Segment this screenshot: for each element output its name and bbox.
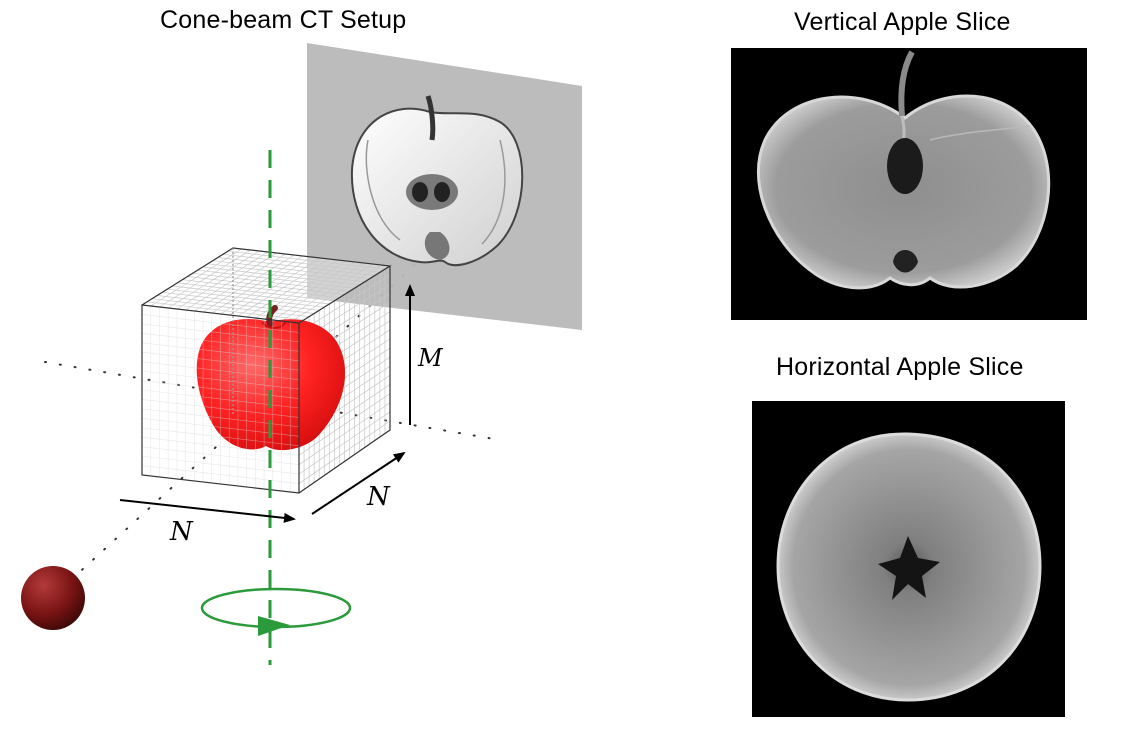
vertical-ct-slice-image (731, 48, 1087, 320)
width-arrow (119, 499, 296, 523)
detector-plane (307, 43, 582, 330)
rotation-arrow-icon (200, 587, 352, 636)
vertical-slice-title: Vertical Apple Slice (794, 8, 1011, 36)
horizontal-slice-title: Horizontal Apple Slice (776, 353, 1024, 381)
projected-apple-slice (350, 95, 524, 267)
setup-title: Cone-beam CT Setup (160, 6, 407, 34)
label-n-side: N (366, 482, 391, 512)
cube-edges (141, 247, 392, 494)
horizontal-ct-slice-image (752, 401, 1065, 717)
label-n-front: N (169, 517, 194, 547)
label-m: M (417, 344, 444, 372)
depth-arrow (311, 451, 406, 515)
x-ray-source-sphere-icon (21, 566, 85, 630)
